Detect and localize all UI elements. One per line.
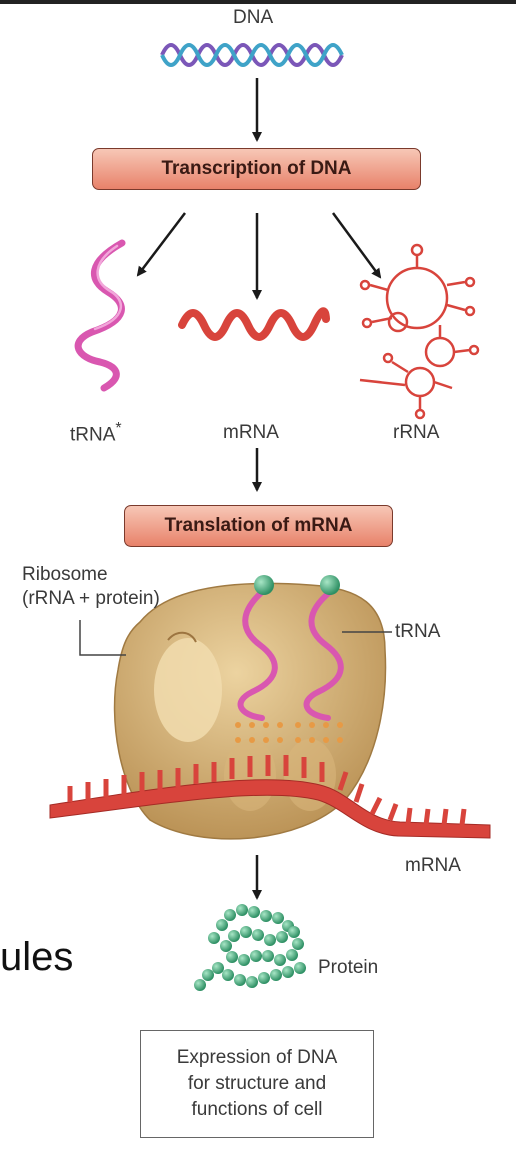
mrna-wave-icon [178, 307, 330, 341]
dna-helix-icon [160, 43, 344, 67]
arrow-to-rrna [331, 212, 382, 279]
trna-in-ribosome-icon [237, 589, 344, 721]
ribosome-label: Ribosome (rRNA + protein) [22, 564, 160, 609]
base-pair-dots [235, 722, 343, 743]
dna-label: DNA [233, 7, 274, 28]
amino-acid-icon [254, 575, 274, 595]
trna-ribbon-icon [74, 239, 126, 392]
expression-box: Expression of DNA for structure and func… [140, 1030, 374, 1138]
trna-asterisk: * [115, 420, 122, 437]
ribosome-pointer-line [79, 620, 126, 656]
mrna-bottom-label: mRNA [405, 855, 461, 876]
trna-label: tRNA* [70, 420, 122, 446]
protein-chain-icon [194, 904, 306, 991]
cropped-side-text: ules [0, 935, 74, 979]
mrna-strand-icon [49, 755, 491, 839]
top-border [0, 0, 516, 4]
translation-box: Translation of mRNA [124, 505, 393, 547]
mrna-label: mRNA [223, 422, 279, 443]
amino-acid-icon [320, 575, 340, 595]
rrna-structure-icon [359, 243, 480, 420]
arrow-to-trna [136, 212, 186, 277]
trna-pointer-label: tRNA [395, 621, 441, 642]
protein-label: Protein [318, 957, 379, 978]
rrna-label: rRNA [393, 422, 440, 443]
trna-label-text: tRNA [70, 424, 116, 446]
transcription-box: Transcription of DNA [92, 148, 421, 190]
